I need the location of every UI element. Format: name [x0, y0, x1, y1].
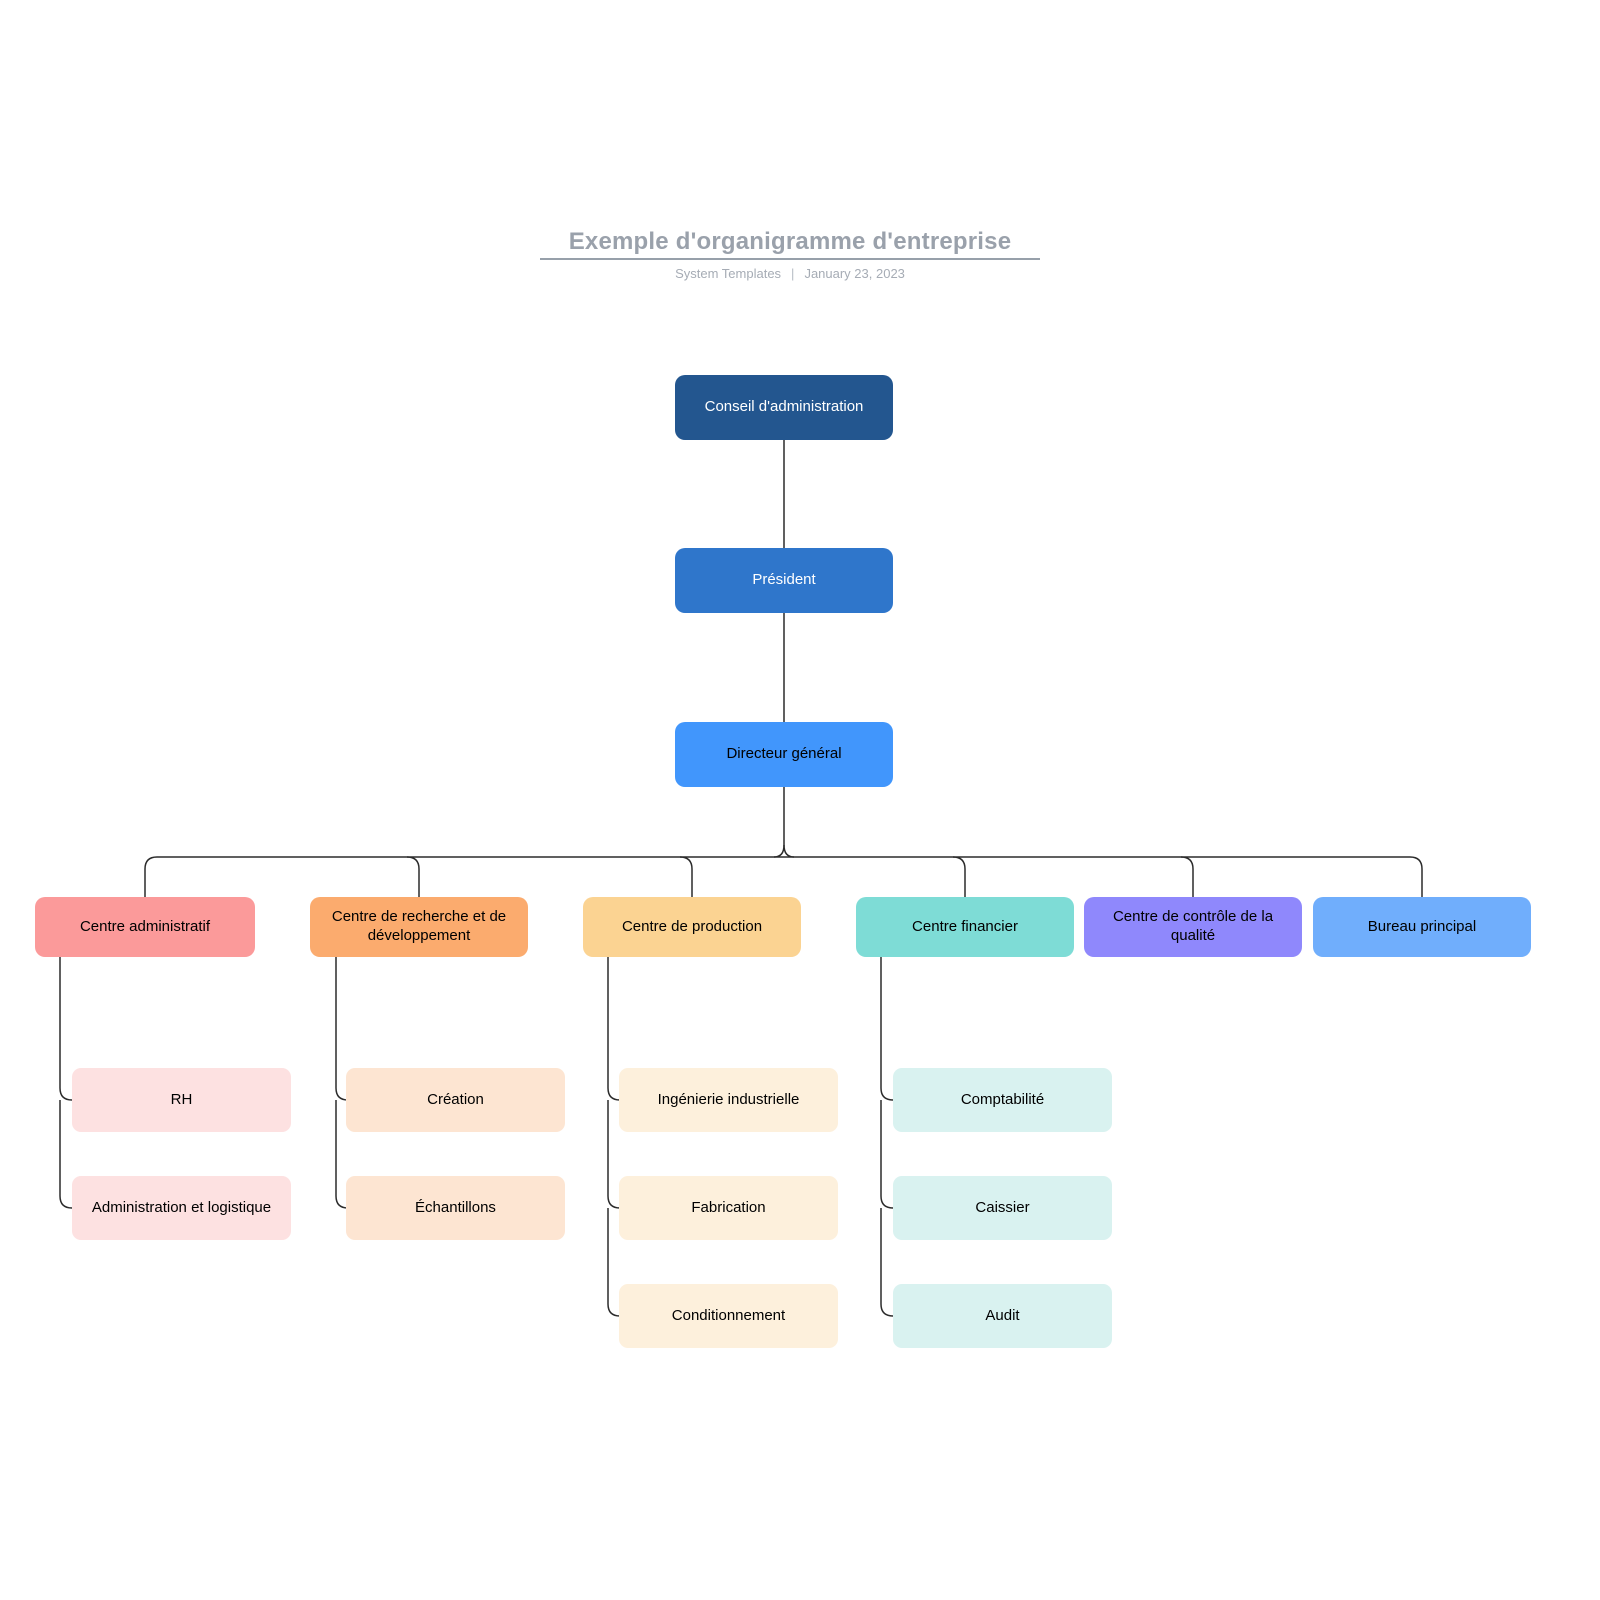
- node-label: Administration et logistique: [91, 1198, 272, 1216]
- node-label: Conseil d'administration: [704, 398, 864, 416]
- page-title: Exemple d'organigramme d'entreprise: [568, 228, 1012, 255]
- byline: System Templates: [675, 266, 782, 281]
- node-centre-recherche-developpement[interactable]: Centre de recherche et de développement: [310, 897, 528, 957]
- node-administration-logistique[interactable]: Administration et logistique: [72, 1176, 291, 1240]
- node-label: Conditionnement: [671, 1306, 786, 1324]
- node-label: Centre de recherche et de développement: [331, 908, 507, 944]
- node-label: Centre de contrôle de la qualité: [1112, 908, 1274, 944]
- date: January 23, 2023: [804, 266, 905, 281]
- node-president[interactable]: Président: [675, 548, 893, 613]
- node-conseil-administration[interactable]: Conseil d'administration: [675, 375, 893, 440]
- node-ingenierie-industrielle[interactable]: Ingénierie industrielle: [619, 1068, 838, 1132]
- node-label: Échantillons: [415, 1198, 496, 1216]
- node-directeur-general[interactable]: Directeur général: [675, 722, 893, 787]
- node-label: RH: [170, 1090, 193, 1108]
- node-label: Audit: [985, 1306, 1020, 1324]
- title-divider: [540, 258, 1040, 260]
- node-creation[interactable]: Création: [346, 1068, 565, 1132]
- node-bureau-principal[interactable]: Bureau principal: [1313, 897, 1531, 957]
- node-centre-controle-qualite[interactable]: Centre de contrôle de la qualité: [1084, 897, 1302, 957]
- node-label: Comptabilité: [960, 1090, 1045, 1108]
- node-comptabilite[interactable]: Comptabilité: [893, 1068, 1112, 1132]
- node-label: Centre financier: [912, 917, 1018, 935]
- node-echantillons[interactable]: Échantillons: [346, 1176, 565, 1240]
- node-fabrication[interactable]: Fabrication: [619, 1176, 838, 1240]
- node-label: Centre de production: [621, 917, 763, 935]
- subtitle: System Templates | January 23, 2023: [0, 266, 1580, 281]
- node-label: Ingénierie industrielle: [657, 1090, 800, 1108]
- node-centre-financier[interactable]: Centre financier: [856, 897, 1074, 957]
- subtitle-separator: |: [791, 266, 795, 281]
- node-centre-administratif[interactable]: Centre administratif: [35, 897, 255, 957]
- node-label: Fabrication: [691, 1198, 766, 1216]
- node-caissier[interactable]: Caissier: [893, 1176, 1112, 1240]
- node-audit[interactable]: Audit: [893, 1284, 1112, 1348]
- node-conditionnement[interactable]: Conditionnement: [619, 1284, 838, 1348]
- node-label: Directeur général: [726, 745, 842, 763]
- node-label: Bureau principal: [1367, 917, 1477, 935]
- node-label: Président: [752, 571, 816, 589]
- node-label: Centre administratif: [79, 917, 211, 935]
- node-rh[interactable]: RH: [72, 1068, 291, 1132]
- node-label: Création: [427, 1090, 484, 1108]
- node-centre-production[interactable]: Centre de production: [583, 897, 801, 957]
- node-label: Caissier: [975, 1198, 1030, 1216]
